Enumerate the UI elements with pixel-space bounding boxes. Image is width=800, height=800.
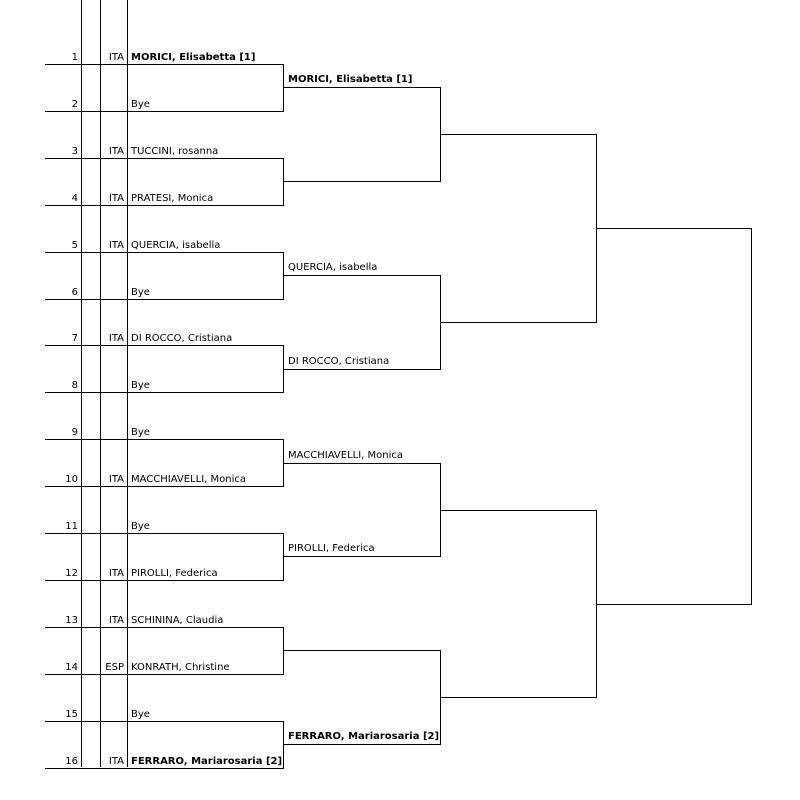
entry-line [45, 111, 283, 112]
column-divider-nation [100, 0, 101, 767]
round2-line [283, 87, 440, 88]
round1-connector [283, 64, 284, 112]
round2-winner: MACCHIAVELLI, Monica [288, 450, 404, 461]
player-name: Bye [131, 709, 150, 720]
entry-line [45, 721, 283, 722]
round3-line [440, 510, 596, 511]
round1-connector [283, 627, 284, 675]
player-name: KONRATH, Christine [131, 662, 230, 673]
round4-line [596, 604, 751, 605]
round3-line [440, 134, 596, 135]
player-name: MACCHIAVELLI, Monica [131, 474, 247, 485]
nation-code: ITA [108, 52, 124, 63]
entry-line [45, 486, 283, 487]
nation-code: ITA [108, 146, 124, 157]
round2-winner: DI ROCCO, Cristiana [288, 356, 390, 367]
seed-number: 7 [71, 333, 78, 344]
entry-line [45, 252, 283, 253]
seed-number: 5 [71, 240, 78, 251]
player-name: Bye [131, 380, 150, 391]
round1-connector [283, 533, 284, 581]
seed-number: 16 [65, 756, 78, 767]
seed-number: 4 [71, 193, 78, 204]
player-name: Bye [131, 521, 150, 532]
seed-number: 3 [71, 146, 78, 157]
round2-winner: PIROLLI, Federica [288, 543, 375, 554]
seed-number: 2 [71, 99, 78, 110]
entry-line [45, 768, 283, 769]
player-name: MORICI, Elisabetta [1] [131, 52, 256, 63]
round2-line [283, 744, 440, 745]
seed-number: 12 [65, 568, 78, 579]
nation-code: ITA [108, 615, 124, 626]
final-connector [751, 228, 752, 605]
entry-line [45, 64, 283, 65]
player-name: TUCCINI, rosanna [131, 146, 219, 157]
round2-line [283, 275, 440, 276]
entry-line [45, 580, 283, 581]
seed-number: 1 [71, 52, 78, 63]
seed-number: 11 [65, 521, 78, 532]
player-name: SCHININA, Claudia [131, 615, 224, 626]
round2-line [283, 556, 440, 557]
player-name: Bye [131, 99, 150, 110]
entry-line [45, 205, 283, 206]
round3-line [440, 322, 596, 323]
seed-number: 10 [65, 474, 78, 485]
player-name: Bye [131, 427, 150, 438]
round3-line [440, 697, 596, 698]
entry-line [45, 627, 283, 628]
entry-line [45, 158, 283, 159]
column-divider-seed [81, 0, 82, 767]
entry-line [45, 533, 283, 534]
round2-line [283, 181, 440, 182]
seed-number: 14 [65, 662, 78, 673]
round4-line [596, 228, 751, 229]
round2-line [283, 650, 440, 651]
seed-number: 8 [71, 380, 78, 391]
player-name: DI ROCCO, Cristiana [131, 333, 233, 344]
nation-code: ITA [108, 193, 124, 204]
nation-code: ESP [105, 662, 124, 673]
entry-line [45, 345, 283, 346]
column-divider-name [127, 0, 128, 767]
round1-connector [283, 721, 284, 769]
player-name: PRATESI, Monica [131, 193, 214, 204]
entry-line [45, 674, 283, 675]
round2-line [283, 463, 440, 464]
player-name: Bye [131, 287, 150, 298]
seed-number: 6 [71, 287, 78, 298]
seed-number: 13 [65, 615, 78, 626]
nation-code: ITA [108, 568, 124, 579]
round2-winner: FERRARO, Mariarosaria [2] [288, 731, 440, 742]
nation-code: ITA [108, 756, 124, 767]
nation-code: ITA [108, 240, 124, 251]
round1-connector [283, 252, 284, 300]
entry-line [45, 299, 283, 300]
nation-code: ITA [108, 474, 124, 485]
player-name: PIROLLI, Federica [131, 568, 218, 579]
entry-line [45, 439, 283, 440]
round2-winner: MORICI, Elisabetta [1] [288, 74, 413, 85]
round2-line [283, 369, 440, 370]
round1-connector [283, 158, 284, 206]
nation-code: ITA [108, 333, 124, 344]
round2-winner: QUERCIA, isabella [288, 262, 378, 273]
entry-line [45, 392, 283, 393]
player-name: FERRARO, Mariarosaria [2] [131, 756, 283, 767]
seed-number: 15 [65, 709, 78, 720]
seed-number: 9 [71, 427, 78, 438]
player-name: QUERCIA, isabella [131, 240, 221, 251]
